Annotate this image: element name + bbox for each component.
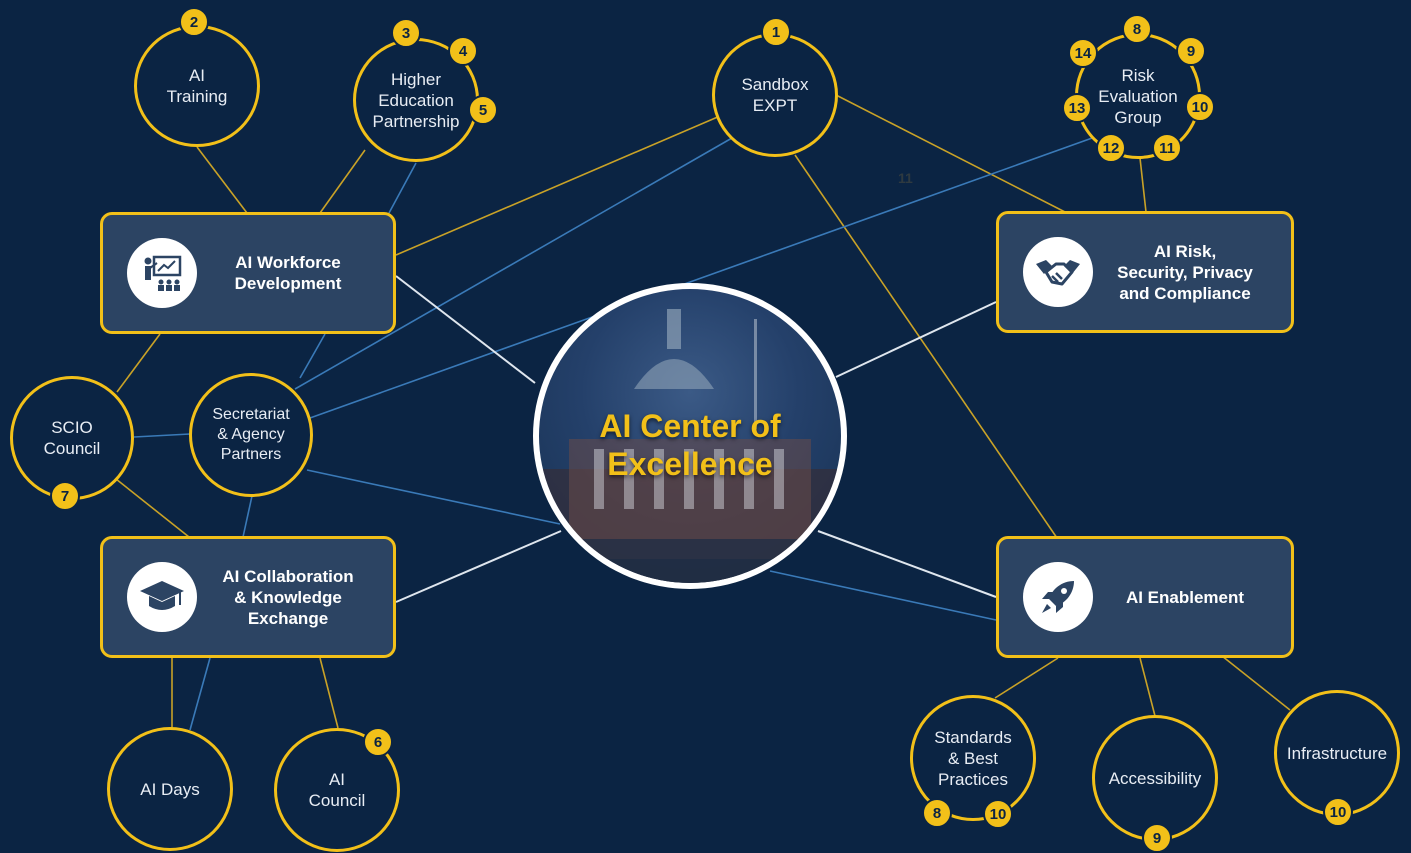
connector-line [395, 530, 562, 603]
connector-line [133, 433, 191, 438]
badge: 3 [391, 18, 421, 48]
badge: 5 [468, 95, 498, 125]
center-hub: AI Center of Excellence [533, 283, 847, 589]
connector-line [189, 657, 211, 731]
node-label: Secretariat & Agency Partners [212, 406, 290, 463]
connector-line [196, 146, 248, 214]
pillar-label: AI Workforce Development [234, 253, 342, 293]
badge: 10 [1185, 92, 1215, 122]
connector-line [395, 115, 721, 256]
node-secretariat-agency-partners[interactable]: Secretariat & Agency Partners [189, 373, 313, 497]
connector-line [306, 469, 561, 525]
connector-line [242, 495, 253, 538]
node-label: AI Council [308, 770, 366, 810]
badge: 6 [363, 727, 393, 757]
node-label: AI Days [140, 779, 200, 799]
handshake-icon [1023, 237, 1093, 307]
badge: 13 [1062, 93, 1092, 123]
badge: 8 [1122, 14, 1152, 44]
node-label: Standards & Best Practices [934, 727, 1012, 789]
badge: 14 [1068, 38, 1098, 68]
connector-line [388, 162, 417, 214]
center-title: AI Center of Excellence [599, 408, 781, 482]
connector-line [1139, 157, 1147, 213]
connector-line [994, 657, 1059, 699]
badge: 12 [1096, 133, 1126, 163]
pillar-label: AI Enablement [1125, 587, 1245, 607]
connector-line [1139, 657, 1156, 717]
badge: 7 [50, 481, 80, 511]
node-label: Higher Education Partnership [372, 69, 460, 131]
node-scio-council[interactable]: SCIO Council [10, 376, 134, 500]
faint-label: 11 [898, 170, 913, 186]
node-label: SCIO Council [43, 418, 101, 458]
connector-line [835, 301, 997, 378]
node-label: AI Training [166, 66, 228, 106]
graduation-cap-icon [127, 562, 197, 632]
pillar-label: AI Collaboration & Knowledge Exchange [222, 566, 354, 628]
pillar-ai-workforce-development[interactable]: AI Workforce Development [100, 212, 396, 334]
connector-line [115, 478, 190, 538]
connector-line [319, 149, 366, 214]
badge: 9 [1176, 36, 1206, 66]
connector-line [395, 275, 536, 384]
node-label: Risk Evaluation Group [1098, 65, 1178, 127]
node-ai-training[interactable]: AI Training [134, 25, 260, 147]
node-ai-days[interactable]: AI Days [107, 727, 233, 851]
connector-line [794, 154, 1058, 539]
rocket-icon [1023, 562, 1093, 632]
presentation-icon [127, 238, 197, 308]
badge: 10 [983, 799, 1013, 829]
state-house-illustration [539, 309, 841, 583]
connector-line [835, 94, 1066, 213]
node-sandbox-expt[interactable]: Sandbox EXPT [712, 33, 838, 157]
connector-line [299, 333, 326, 379]
pillar-label: AI Risk, Security, Privacy and Complianc… [1117, 241, 1253, 303]
badge: 1 [761, 17, 791, 47]
pillar-ai-enablement[interactable]: AI Enablement [996, 536, 1294, 658]
connector-line [1221, 655, 1291, 711]
connector-line [309, 136, 1096, 419]
pillar-ai-collaboration[interactable]: AI Collaboration & Knowledge Exchange [100, 536, 396, 658]
connector-line [294, 137, 733, 390]
connector-line [116, 333, 161, 393]
pillar-ai-risk-security[interactable]: AI Risk, Security, Privacy and Complianc… [996, 211, 1294, 333]
badge: 10 [1323, 797, 1353, 827]
node-label: Sandbox EXPT [741, 75, 809, 115]
node-label: Accessibility [1108, 768, 1202, 788]
badge: 4 [448, 36, 478, 66]
connector-line [817, 530, 997, 598]
node-infrastructure[interactable]: Infrastructure [1274, 690, 1400, 816]
badge: 11 [1152, 133, 1182, 163]
badge: 2 [179, 7, 209, 37]
badge: 8 [922, 798, 952, 828]
node-label: Infrastructure [1286, 743, 1388, 763]
badge: 9 [1142, 823, 1172, 853]
connector-line [319, 657, 339, 729]
